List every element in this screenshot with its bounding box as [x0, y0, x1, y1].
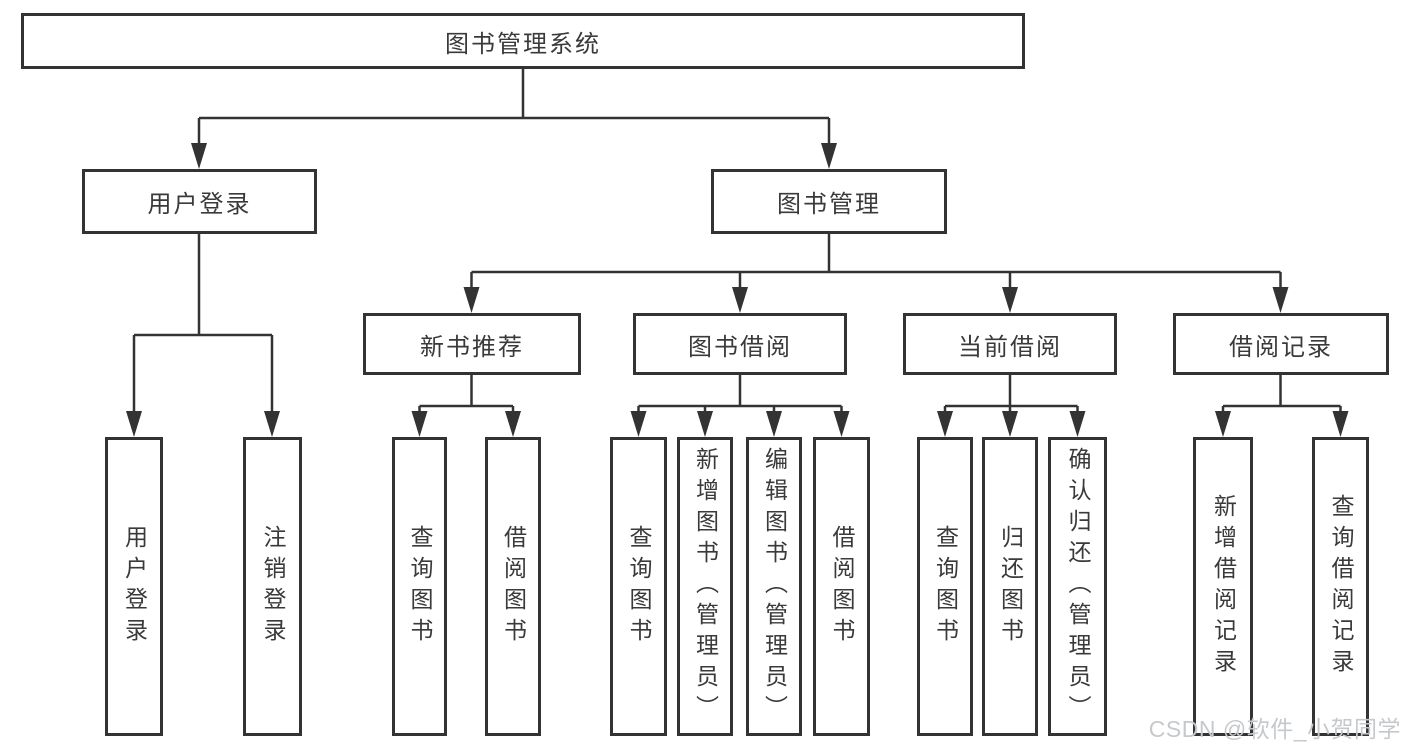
leaf-confirm-return-admin: 确认归还（管理员） [1048, 437, 1107, 736]
leaf-label: 注销登录 [260, 524, 286, 649]
leaf-label: 确认归还（管理员） [1065, 447, 1091, 726]
node-label: 图书借阅 [688, 333, 792, 361]
leaf-query-books-borrow: 查询图书 [610, 437, 667, 736]
watermark: CSDN @软件_小贺同学 [1148, 716, 1401, 742]
node-label: 用户登录 [147, 191, 252, 218]
leaf-label: 查询图书 [932, 524, 959, 649]
node-label: 图书管理 [777, 191, 881, 218]
node-label: 新书推荐 [420, 333, 524, 361]
leaf-label: 查询图书 [407, 524, 433, 649]
node-current-borrow: 当前借阅 [903, 313, 1117, 375]
leaf-return-books: 归还图书 [982, 437, 1038, 736]
leaf-query-books-recommend: 查询图书 [392, 437, 447, 736]
leaf-borrow-books-recommend: 借阅图书 [485, 437, 541, 736]
leaf-label: 编辑图书（管理员） [761, 447, 788, 726]
leaf-borrow-books: 借阅图书 [813, 437, 870, 736]
leaf-label: 新增借阅记录 [1210, 493, 1237, 680]
node-label: 借阅记录 [1229, 333, 1333, 361]
node-book-borrow: 图书借阅 [633, 313, 847, 375]
node-label: 当前借阅 [958, 333, 1062, 361]
leaf-label: 归还图书 [997, 524, 1024, 649]
leaf-logout: 注销登录 [243, 437, 302, 736]
leaf-label: 用户登录 [121, 524, 148, 649]
node-book-management: 图书管理 [711, 169, 947, 234]
node-user-login-branch: 用户登录 [82, 169, 317, 234]
leaf-label: 借阅图书 [500, 524, 527, 649]
leaf-label: 借阅图书 [829, 524, 855, 649]
leaf-query-borrow-record: 查询借阅记录 [1312, 437, 1369, 736]
leaf-label: 查询图书 [626, 524, 652, 649]
node-label: 图书管理系统 [445, 30, 601, 58]
leaf-add-books-admin: 新增图书（管理员） [677, 437, 733, 736]
leaf-add-borrow-record: 新增借阅记录 [1193, 437, 1253, 736]
node-new-book-recommend: 新书推荐 [363, 313, 581, 375]
leaf-query-books-current: 查询图书 [917, 437, 973, 736]
leaf-label: 新增图书（管理员） [692, 447, 719, 726]
leaf-edit-books-admin: 编辑图书（管理员） [746, 437, 802, 736]
node-library-system: 图书管理系统 [21, 13, 1025, 69]
leaf-user-login: 用户登录 [105, 437, 163, 736]
leaf-label: 查询借阅记录 [1328, 493, 1354, 680]
node-borrow-records: 借阅记录 [1173, 313, 1389, 375]
